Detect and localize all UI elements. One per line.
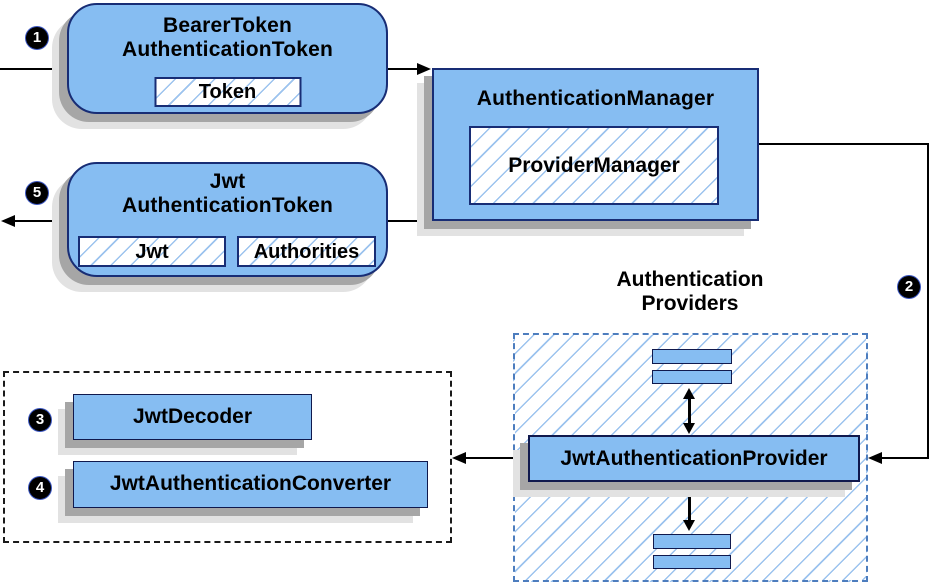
flow-line-jwt-token-out bbox=[13, 220, 67, 222]
token-chip: Token bbox=[154, 77, 301, 107]
jwt-chip: Jwt bbox=[78, 236, 226, 267]
flow-line-right-down bbox=[927, 143, 929, 459]
other-provider-placeholder-bar bbox=[652, 370, 732, 384]
flow-line-manager-right bbox=[759, 143, 929, 145]
bearer-token-title-line1: BearerToken bbox=[162, 14, 293, 37]
bidirectional-arrow-bottom bbox=[688, 493, 691, 523]
step-5-badge: 5 bbox=[26, 182, 48, 204]
jwt-token-title-line2: AuthenticationToken bbox=[121, 194, 334, 217]
jwt-authentication-provider-node: JwtAuthenticationProvider bbox=[528, 435, 860, 482]
authentication-providers-label-line1: Authentication bbox=[616, 268, 764, 291]
other-provider-placeholder-bar bbox=[653, 555, 731, 569]
other-provider-placeholder-bar bbox=[653, 534, 731, 549]
bidirectional-arrow-top-downhead bbox=[683, 423, 695, 434]
other-provider-placeholder-bar bbox=[652, 349, 732, 364]
bidirectional-arrow-top bbox=[688, 396, 691, 426]
arrowhead-response-out bbox=[1, 215, 15, 227]
step-2-badge: 2 bbox=[898, 276, 920, 298]
step-4-badge: 4 bbox=[29, 477, 51, 499]
authentication-providers-label: Authentication Providers bbox=[575, 268, 805, 316]
jwt-authentication-token-node: Jwt AuthenticationToken Jwt Authorities bbox=[67, 162, 388, 277]
flow-line-manager-to-jwt-token bbox=[388, 220, 433, 222]
flow-line-provider-to-converters bbox=[464, 457, 522, 459]
flow-line-request-in bbox=[0, 68, 67, 70]
arrowhead-to-authentication-manager bbox=[417, 63, 431, 75]
bidirectional-arrow-bottom-downhead bbox=[683, 520, 695, 531]
bearer-token-authentication-token-node: BearerToken AuthenticationToken Token bbox=[67, 3, 388, 114]
arrowhead-to-jwt-authentication-provider bbox=[868, 452, 882, 464]
flow-line-into-provider bbox=[880, 457, 929, 459]
authorities-chip: Authorities bbox=[237, 236, 376, 267]
bidirectional-arrow-top-uphead bbox=[683, 388, 695, 399]
arrowhead-to-converters-group bbox=[452, 452, 466, 464]
bearer-token-title: BearerToken AuthenticationToken bbox=[69, 5, 386, 62]
authentication-manager-title: AuthenticationManager bbox=[476, 87, 715, 110]
authentication-manager-node: AuthenticationManager ProviderManager bbox=[432, 68, 759, 221]
jwt-token-title: Jwt AuthenticationToken bbox=[69, 164, 386, 218]
step-1-badge: 1 bbox=[26, 27, 48, 49]
bidirectional-arrow-bottom-uphead bbox=[683, 485, 695, 496]
authentication-providers-label-line2: Providers bbox=[641, 292, 739, 315]
bearer-token-title-line2: AuthenticationToken bbox=[121, 38, 334, 61]
jwt-token-title-line1: Jwt bbox=[209, 170, 246, 193]
step-3-badge: 3 bbox=[29, 409, 51, 431]
jwt-decoder-node: JwtDecoder bbox=[73, 394, 312, 440]
provider-manager-chip: ProviderManager bbox=[469, 126, 719, 205]
flow-line-bearer-to-manager bbox=[388, 68, 420, 70]
jwt-authentication-converter-node: JwtAuthenticationConverter bbox=[73, 461, 428, 508]
